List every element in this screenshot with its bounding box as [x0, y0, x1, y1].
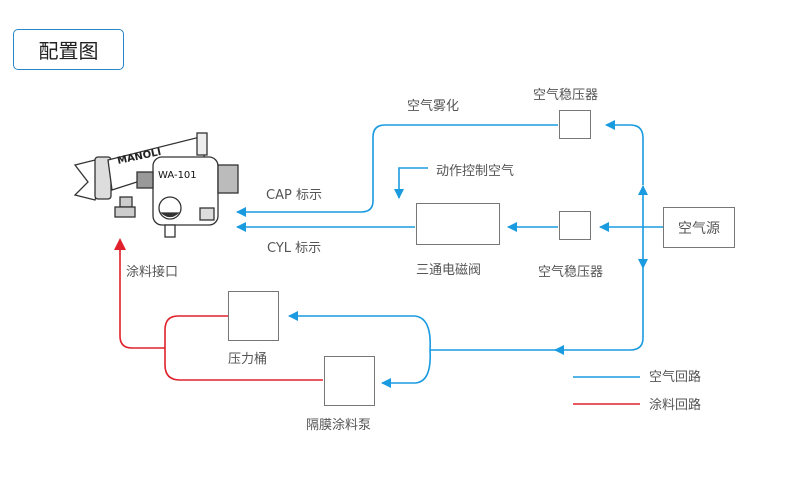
diaphragm-pump-box [324, 356, 375, 406]
paint-line-pump [164, 348, 323, 381]
regulator-top-box [559, 110, 591, 139]
label-regulator-top: 空气稳压器 [533, 88, 599, 103]
label-cyl: CYL 标示 [267, 241, 322, 256]
paint-line-tank [164, 315, 228, 348]
label-air-atomize: 空气雾化 [407, 99, 460, 114]
label-solenoid: 三通电磁阀 [416, 263, 482, 278]
air-source-label: 空气源 [678, 220, 720, 237]
pressure-tank-box [228, 291, 279, 341]
label-regulator-bottom: 空气稳压器 [538, 265, 604, 280]
page-title: 配置图 [13, 29, 124, 70]
paint-line-inlet [114, 238, 165, 349]
air-source-box: 空气源 [663, 207, 735, 248]
regulator-bottom-box [559, 211, 591, 240]
label-diaphragm-pump: 隔膜涂料泵 [306, 418, 372, 433]
solenoid-valve-box [416, 203, 500, 245]
air-line-action [394, 167, 428, 199]
gun-model: WA-101 [158, 170, 197, 181]
air-line-down-cont [554, 268, 644, 355]
air-line-up [605, 120, 644, 185]
spray-gun-icon [73, 132, 239, 238]
legend-paint-label: 涂料回路 [649, 398, 702, 413]
label-cap: CAP 标示 [266, 188, 322, 203]
air-line-loop [288, 311, 432, 351]
label-paint-inlet: 涂料接口 [126, 265, 179, 280]
air-line-loop-pump [381, 349, 432, 388]
legend-air-label: 空气回路 [649, 370, 702, 385]
label-action-air: 动作控制空气 [436, 164, 515, 179]
label-pressure-tank: 压力桶 [228, 352, 268, 367]
air-line-atomize [236, 124, 558, 217]
